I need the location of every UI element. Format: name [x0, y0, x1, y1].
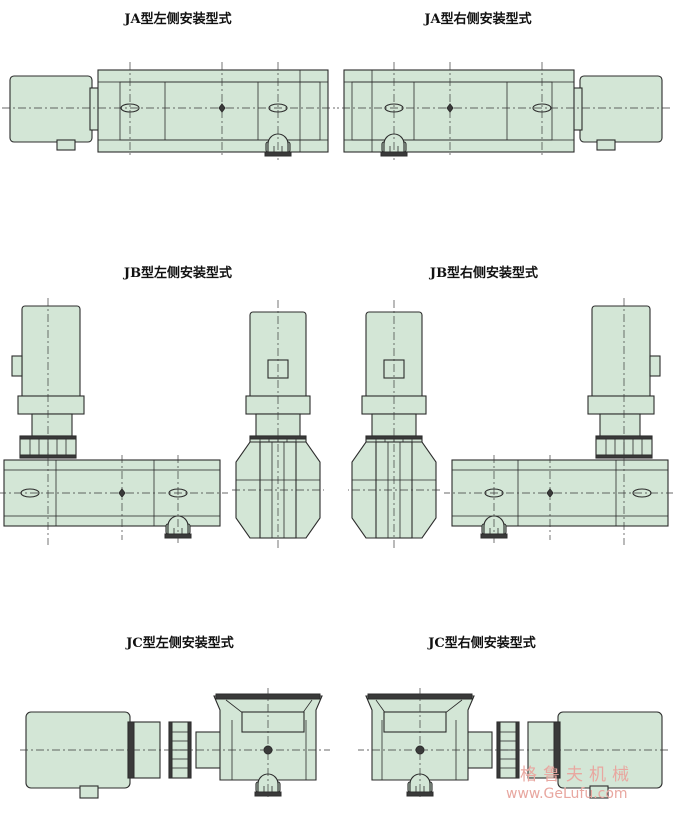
jc-left-drawing: [20, 688, 330, 800]
jb-right-front-drawing: [348, 300, 440, 548]
ja-left-title: JA型左侧安装型式: [124, 12, 232, 27]
watermark-text: 格鲁夫机械: [520, 765, 635, 785]
jb-left-front-drawing: [232, 300, 324, 548]
jb-right-title: JB型右侧安装型式: [429, 266, 539, 281]
jb-left-title: JB型左侧安装型式: [123, 266, 233, 281]
ja-left-drawing: [2, 62, 336, 160]
jc-left-title: JC型左侧安装型式: [126, 636, 234, 651]
ja-right-drawing: [336, 62, 670, 160]
jb-right-side-drawing: [444, 298, 673, 545]
jc-right-title: JC型右侧安装型式: [428, 636, 536, 651]
ja-right-title: JA型右侧安装型式: [424, 12, 532, 27]
watermark-url: www.GeLufu.com: [506, 786, 628, 802]
jb-left-side-drawing: [0, 298, 228, 545]
